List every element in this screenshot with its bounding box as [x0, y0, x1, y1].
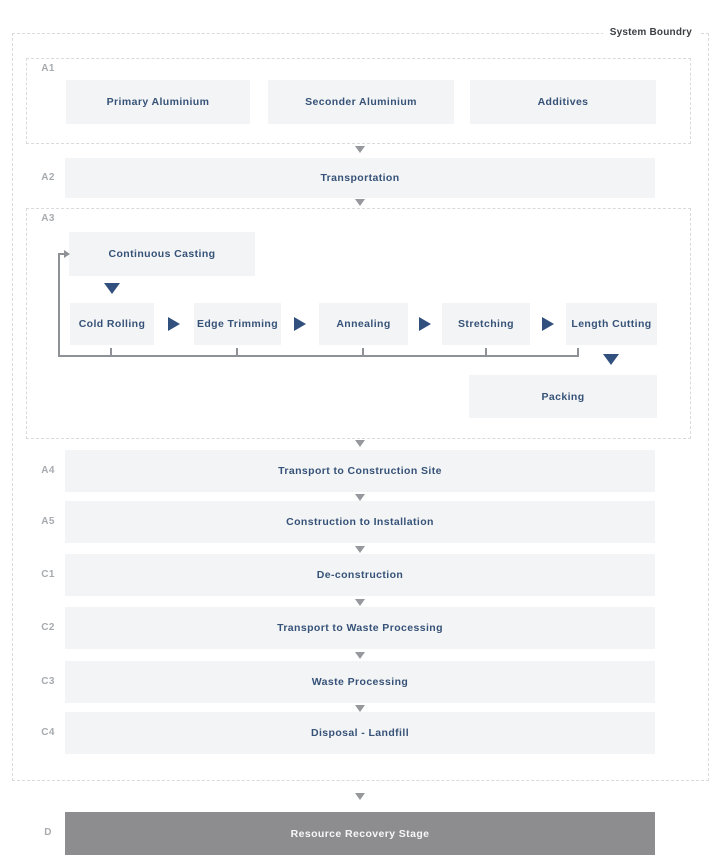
arrow-down-icon [355, 599, 365, 606]
c4-stage-code: C4 [41, 727, 55, 738]
primary-aluminium-box: Primary Aluminium [66, 80, 250, 124]
loop-line-left [58, 253, 60, 357]
disposal-landfill-row: Disposal - Landfill [65, 712, 655, 754]
seconder-aluminium-box: Seconder Aluminium [268, 80, 454, 124]
waste-processing-row: Waste Processing [65, 661, 655, 703]
packing-box: Packing [469, 375, 657, 418]
construction-to-installation-row: Construction to Installation [65, 501, 655, 543]
transport-to-waste-processing-row: Transport to Waste Processing [65, 607, 655, 649]
cold-rolling-box: Cold Rolling [70, 303, 154, 345]
loop-line-top [58, 253, 65, 255]
a2-stage-code: A2 [41, 172, 55, 183]
c1-stage-code: C1 [41, 569, 55, 580]
resource-recovery-stage-row: Resource Recovery Stage [65, 812, 655, 855]
c3-stage-code: C3 [41, 676, 55, 687]
arrow-down-icon [104, 283, 120, 294]
arrow-right-icon [419, 317, 431, 331]
annealing-box: Annealing [319, 303, 408, 345]
a5-stage-code: A5 [41, 516, 55, 527]
c2-stage-code: C2 [41, 622, 55, 633]
transport-to-construction-site-row: Transport to Construction Site [65, 450, 655, 492]
transportation-row: Transportation [65, 158, 655, 198]
arrow-right-icon [294, 317, 306, 331]
arrow-down-icon [355, 146, 365, 153]
arrow-right-icon [542, 317, 554, 331]
arrow-down-icon [355, 652, 365, 659]
system-boundary-label: System Boundry [602, 27, 699, 39]
loop-tick [362, 348, 364, 356]
arrow-down-icon [603, 354, 619, 365]
loop-tick [485, 348, 487, 356]
a4-stage-code: A4 [41, 465, 55, 476]
arrow-down-icon [355, 793, 365, 800]
loop-tick [110, 348, 112, 356]
loop-tick [236, 348, 238, 356]
arrow-right-icon [168, 317, 180, 331]
de-construction-row: De-construction [65, 554, 655, 596]
additives-box: Additives [470, 80, 656, 124]
arrow-down-icon [355, 494, 365, 501]
a3-stage-code: A3 [41, 213, 55, 224]
length-cutting-box: Length Cutting [566, 303, 657, 345]
d-stage-code: D [44, 827, 52, 838]
arrow-down-icon [355, 705, 365, 712]
loop-line-bottom [58, 355, 579, 357]
arrow-down-icon [355, 199, 365, 206]
arrow-down-icon [355, 440, 365, 447]
a1-stage-code: A1 [41, 63, 55, 74]
a1-group-frame [26, 58, 691, 144]
loop-arrowhead-right-icon [64, 250, 70, 258]
edge-trimming-box: Edge Trimming [194, 303, 281, 345]
stretching-box: Stretching [442, 303, 530, 345]
loop-tick [577, 348, 579, 356]
arrow-down-icon [355, 546, 365, 553]
a3-group-frame [26, 208, 691, 439]
continuous-casting-box: Continuous Casting [69, 232, 255, 276]
system-boundary-frame [12, 33, 709, 781]
